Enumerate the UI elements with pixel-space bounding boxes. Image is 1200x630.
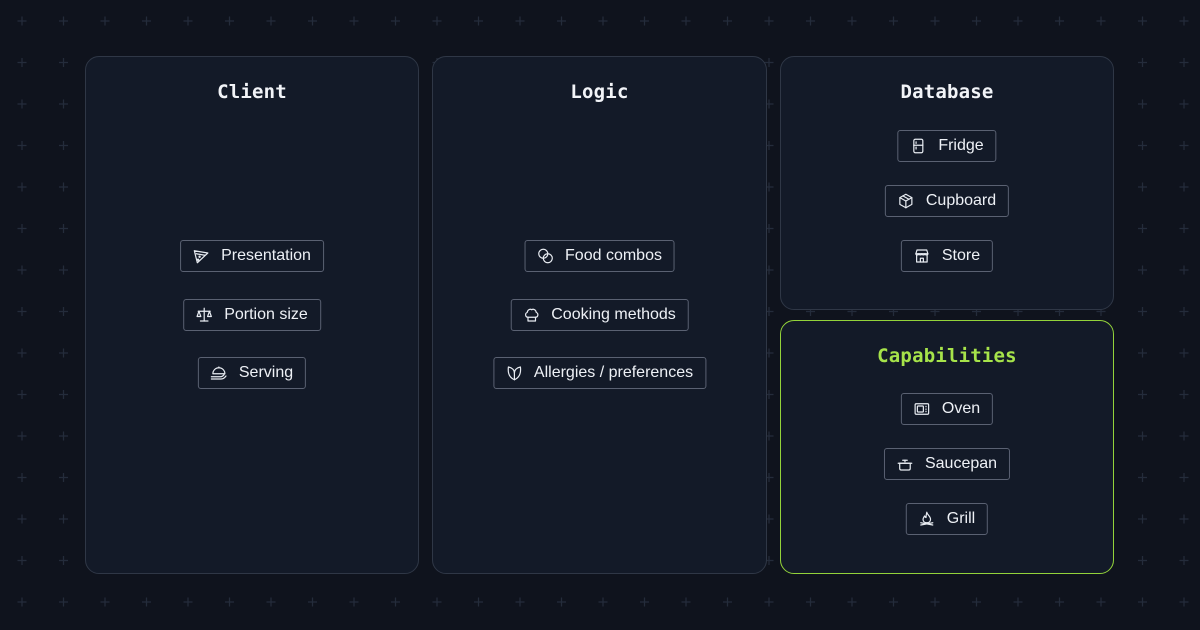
cupboard-chip[interactable]: Cupboard [884,185,1010,217]
allergies-preferences-label: Allergies / preferences [533,364,694,381]
serving-label: Serving [238,364,294,381]
serving-icon [209,363,229,383]
logic-title: Logic [570,81,629,103]
portion-size-label: Portion size [224,306,308,323]
database-title: Database [900,81,994,103]
grill-chip[interactable]: Grill [905,503,989,535]
client-panel: Client Presentation Portion size Serving [85,56,419,574]
serving-chip[interactable]: Serving [197,357,307,389]
oven-icon [912,399,932,419]
oven-label: Oven [941,400,981,417]
food-combos-label: Food combos [565,247,662,264]
allergies-preferences-chip[interactable]: Allergies / preferences [492,357,707,389]
database-panel: Database Fridge Cupboard Store [780,56,1114,310]
client-title: Client [217,81,287,103]
capabilities-panel: Capabilities Oven Saucepan Grill [780,320,1114,574]
logic-panel: Logic Food combos Cooking methods Allerg… [432,56,767,574]
flame-icon [917,509,937,529]
scale-icon [194,305,214,325]
cooking-methods-chip[interactable]: Cooking methods [510,299,689,331]
saucepan-icon [895,454,915,474]
oven-chip[interactable]: Oven [900,393,994,425]
saucepan-chip[interactable]: Saucepan [883,448,1011,480]
capabilities-title: Capabilities [877,345,1017,367]
store-chip[interactable]: Store [900,240,994,272]
food-combos-chip[interactable]: Food combos [524,240,675,272]
grill-label: Grill [946,510,976,527]
fridge-label: Fridge [938,137,984,154]
presentation-label: Presentation [221,247,311,264]
presentation-chip[interactable]: Presentation [180,240,324,272]
cooking-methods-label: Cooking methods [551,306,676,323]
portion-size-chip[interactable]: Portion size [183,299,321,331]
pizza-slice-icon [191,246,211,266]
store-icon [912,246,932,266]
saucepan-label: Saucepan [924,455,998,472]
fridge-chip[interactable]: Fridge [897,130,997,162]
chef-hat-icon [521,305,541,325]
store-label: Store [941,247,981,264]
leaf-icon [504,363,524,383]
fridge-icon [908,136,928,156]
box-icon [896,191,916,211]
overlapping-circles-icon [535,246,555,266]
cupboard-label: Cupboard [925,192,997,209]
